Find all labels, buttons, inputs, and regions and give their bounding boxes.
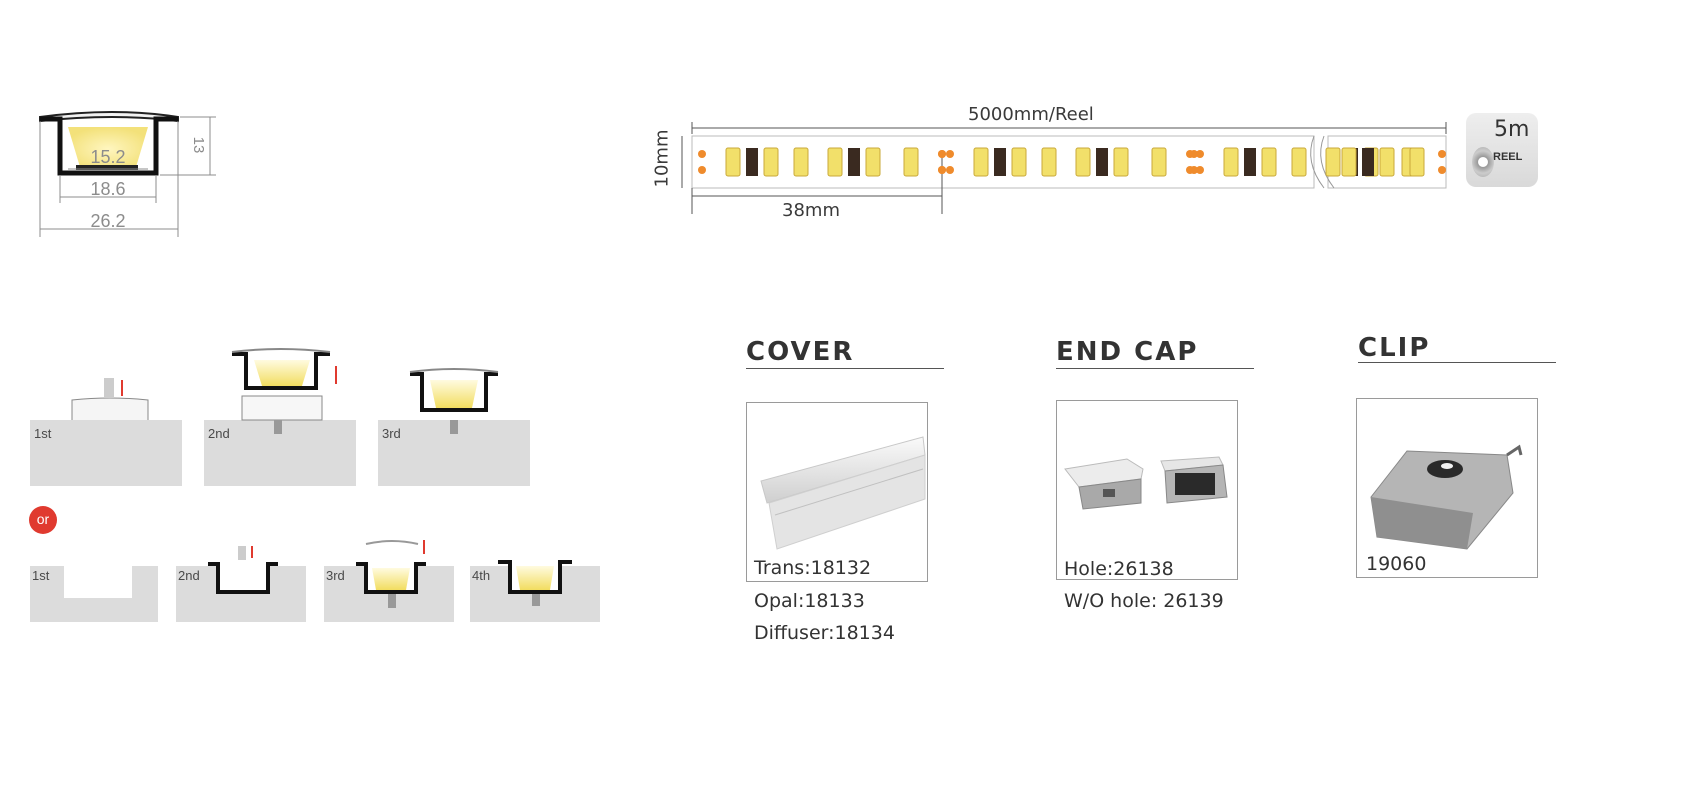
- led-chip: [973, 147, 989, 177]
- install-row2-step-3: 3rd: [326, 568, 345, 583]
- resistor-icon: [746, 148, 758, 176]
- solder-pad-icon: [1190, 150, 1198, 158]
- led-chip: [1409, 147, 1425, 177]
- end-cap-title: END CAP: [1056, 337, 1199, 367]
- reel-badge: 5m REEL: [1466, 113, 1538, 187]
- solder-pad-icon: [1196, 166, 1204, 174]
- solder-pad-icon: [1438, 166, 1446, 174]
- solder-pad-icon: [1196, 150, 1204, 158]
- led-chip: [1341, 147, 1357, 177]
- solder-pad-icon: [1438, 150, 1446, 158]
- led-chip: [1151, 147, 1167, 177]
- led-chip: [1113, 147, 1129, 177]
- profile-dim-mid: 18.6: [90, 179, 125, 199]
- led-strip-diagram: [681, 122, 1447, 214]
- reel-length-label: 5000mm/Reel: [968, 104, 1094, 125]
- or-badge: or: [29, 506, 57, 534]
- install-row2-step-2: 2nd: [178, 568, 200, 583]
- profile-cross-section: 15.2 18.6 26.2 13: [39, 111, 216, 237]
- profile-dim-bottom: 26.2: [90, 211, 125, 231]
- install-row2-step-1: 1st: [32, 568, 50, 583]
- led-chip: [1261, 147, 1277, 177]
- end-cap-image-box: [1056, 400, 1238, 580]
- cover-title: COVER: [746, 337, 855, 367]
- cover-image: [760, 436, 926, 550]
- led-chip: [827, 147, 843, 177]
- reel-badge-length: 5m: [1494, 117, 1530, 142]
- solder-pad-icon: [698, 166, 706, 174]
- end-cap-underline: [1056, 368, 1254, 369]
- clip-image-box: [1356, 398, 1538, 578]
- profile-dim-height: 13: [190, 137, 207, 154]
- install-row1-step-3: 3rd: [382, 426, 401, 441]
- reel-badge-label: REEL: [1493, 151, 1523, 163]
- led-chip: [865, 147, 881, 177]
- cover-code-trans: Trans:18132: [754, 557, 872, 579]
- install-diagram: [30, 348, 600, 622]
- solder-pad-icon: [938, 150, 946, 158]
- solder-pad-icon: [946, 166, 954, 174]
- led-chip: [1325, 147, 1341, 177]
- led-chip: [725, 147, 741, 177]
- resistor-icon: [1362, 148, 1374, 176]
- end-cap-code-no-hole: W/O hole: 26139: [1064, 590, 1224, 612]
- end-cap-image: [1064, 456, 1228, 510]
- clip-image: [1370, 444, 1523, 550]
- clip-code: 19060: [1366, 553, 1427, 575]
- cover-code-diffuser: Diffuser:18134: [754, 622, 895, 644]
- resistor-icon: [1244, 148, 1256, 176]
- resistor-icon: [1096, 148, 1108, 176]
- led-chip: [1291, 147, 1307, 177]
- end-cap-code-hole: Hole:26138: [1064, 558, 1174, 580]
- profile-dim-top: 15.2: [90, 147, 125, 167]
- led-chip: [903, 147, 919, 177]
- solder-pad-icon: [698, 150, 706, 158]
- cover-code-opal: Opal:18133: [754, 590, 865, 612]
- resistor-icon: [848, 148, 860, 176]
- segment-length-label: 38mm: [782, 200, 840, 221]
- led-chip: [1223, 147, 1239, 177]
- resistor-icon: [994, 148, 1006, 176]
- install-row2-step-4: 4th: [472, 568, 491, 583]
- install-row1-step-2: 2nd: [208, 426, 230, 441]
- solder-pad-icon: [938, 166, 946, 174]
- led-chip: [1041, 147, 1057, 177]
- led-chip: [1075, 147, 1091, 177]
- led-chip: [1379, 147, 1395, 177]
- solder-pad-icon: [1190, 166, 1198, 174]
- cover-underline: [746, 368, 944, 369]
- led-chip: [763, 147, 779, 177]
- led-chip: [1011, 147, 1027, 177]
- reel-icon: [1472, 147, 1494, 177]
- install-row1-step-1: 1st: [34, 426, 52, 441]
- clip-underline: [1358, 362, 1556, 363]
- cover-image-box: [746, 402, 928, 582]
- strip-width-label: 10mm: [651, 129, 673, 188]
- led-chip: [793, 147, 809, 177]
- solder-pad-icon: [946, 150, 954, 158]
- clip-title: CLIP: [1358, 333, 1431, 363]
